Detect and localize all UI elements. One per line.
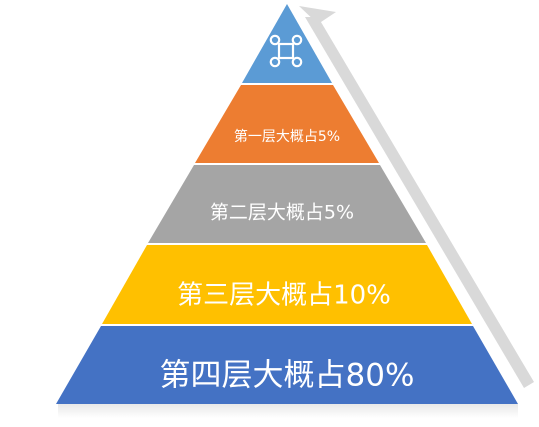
layer-4-label: 第四层大概占80% xyxy=(160,358,415,394)
pyramid-layer-1 xyxy=(195,85,379,163)
command-key-icon xyxy=(269,34,303,68)
pyramid-layer-4 xyxy=(56,326,518,404)
layer-2-label: 第二层大概占5% xyxy=(210,202,354,224)
upward-arrow xyxy=(299,6,534,388)
pyramid-layer-3 xyxy=(102,245,472,324)
layer-3-label: 第三层大概占10% xyxy=(177,281,391,311)
arrow-shaft xyxy=(305,17,534,388)
layer-1-label: 第一层大概占5% xyxy=(234,128,340,145)
pyramid-shadow xyxy=(58,404,518,418)
arrow-head xyxy=(299,6,336,24)
pyramid-layer-2 xyxy=(148,165,426,243)
